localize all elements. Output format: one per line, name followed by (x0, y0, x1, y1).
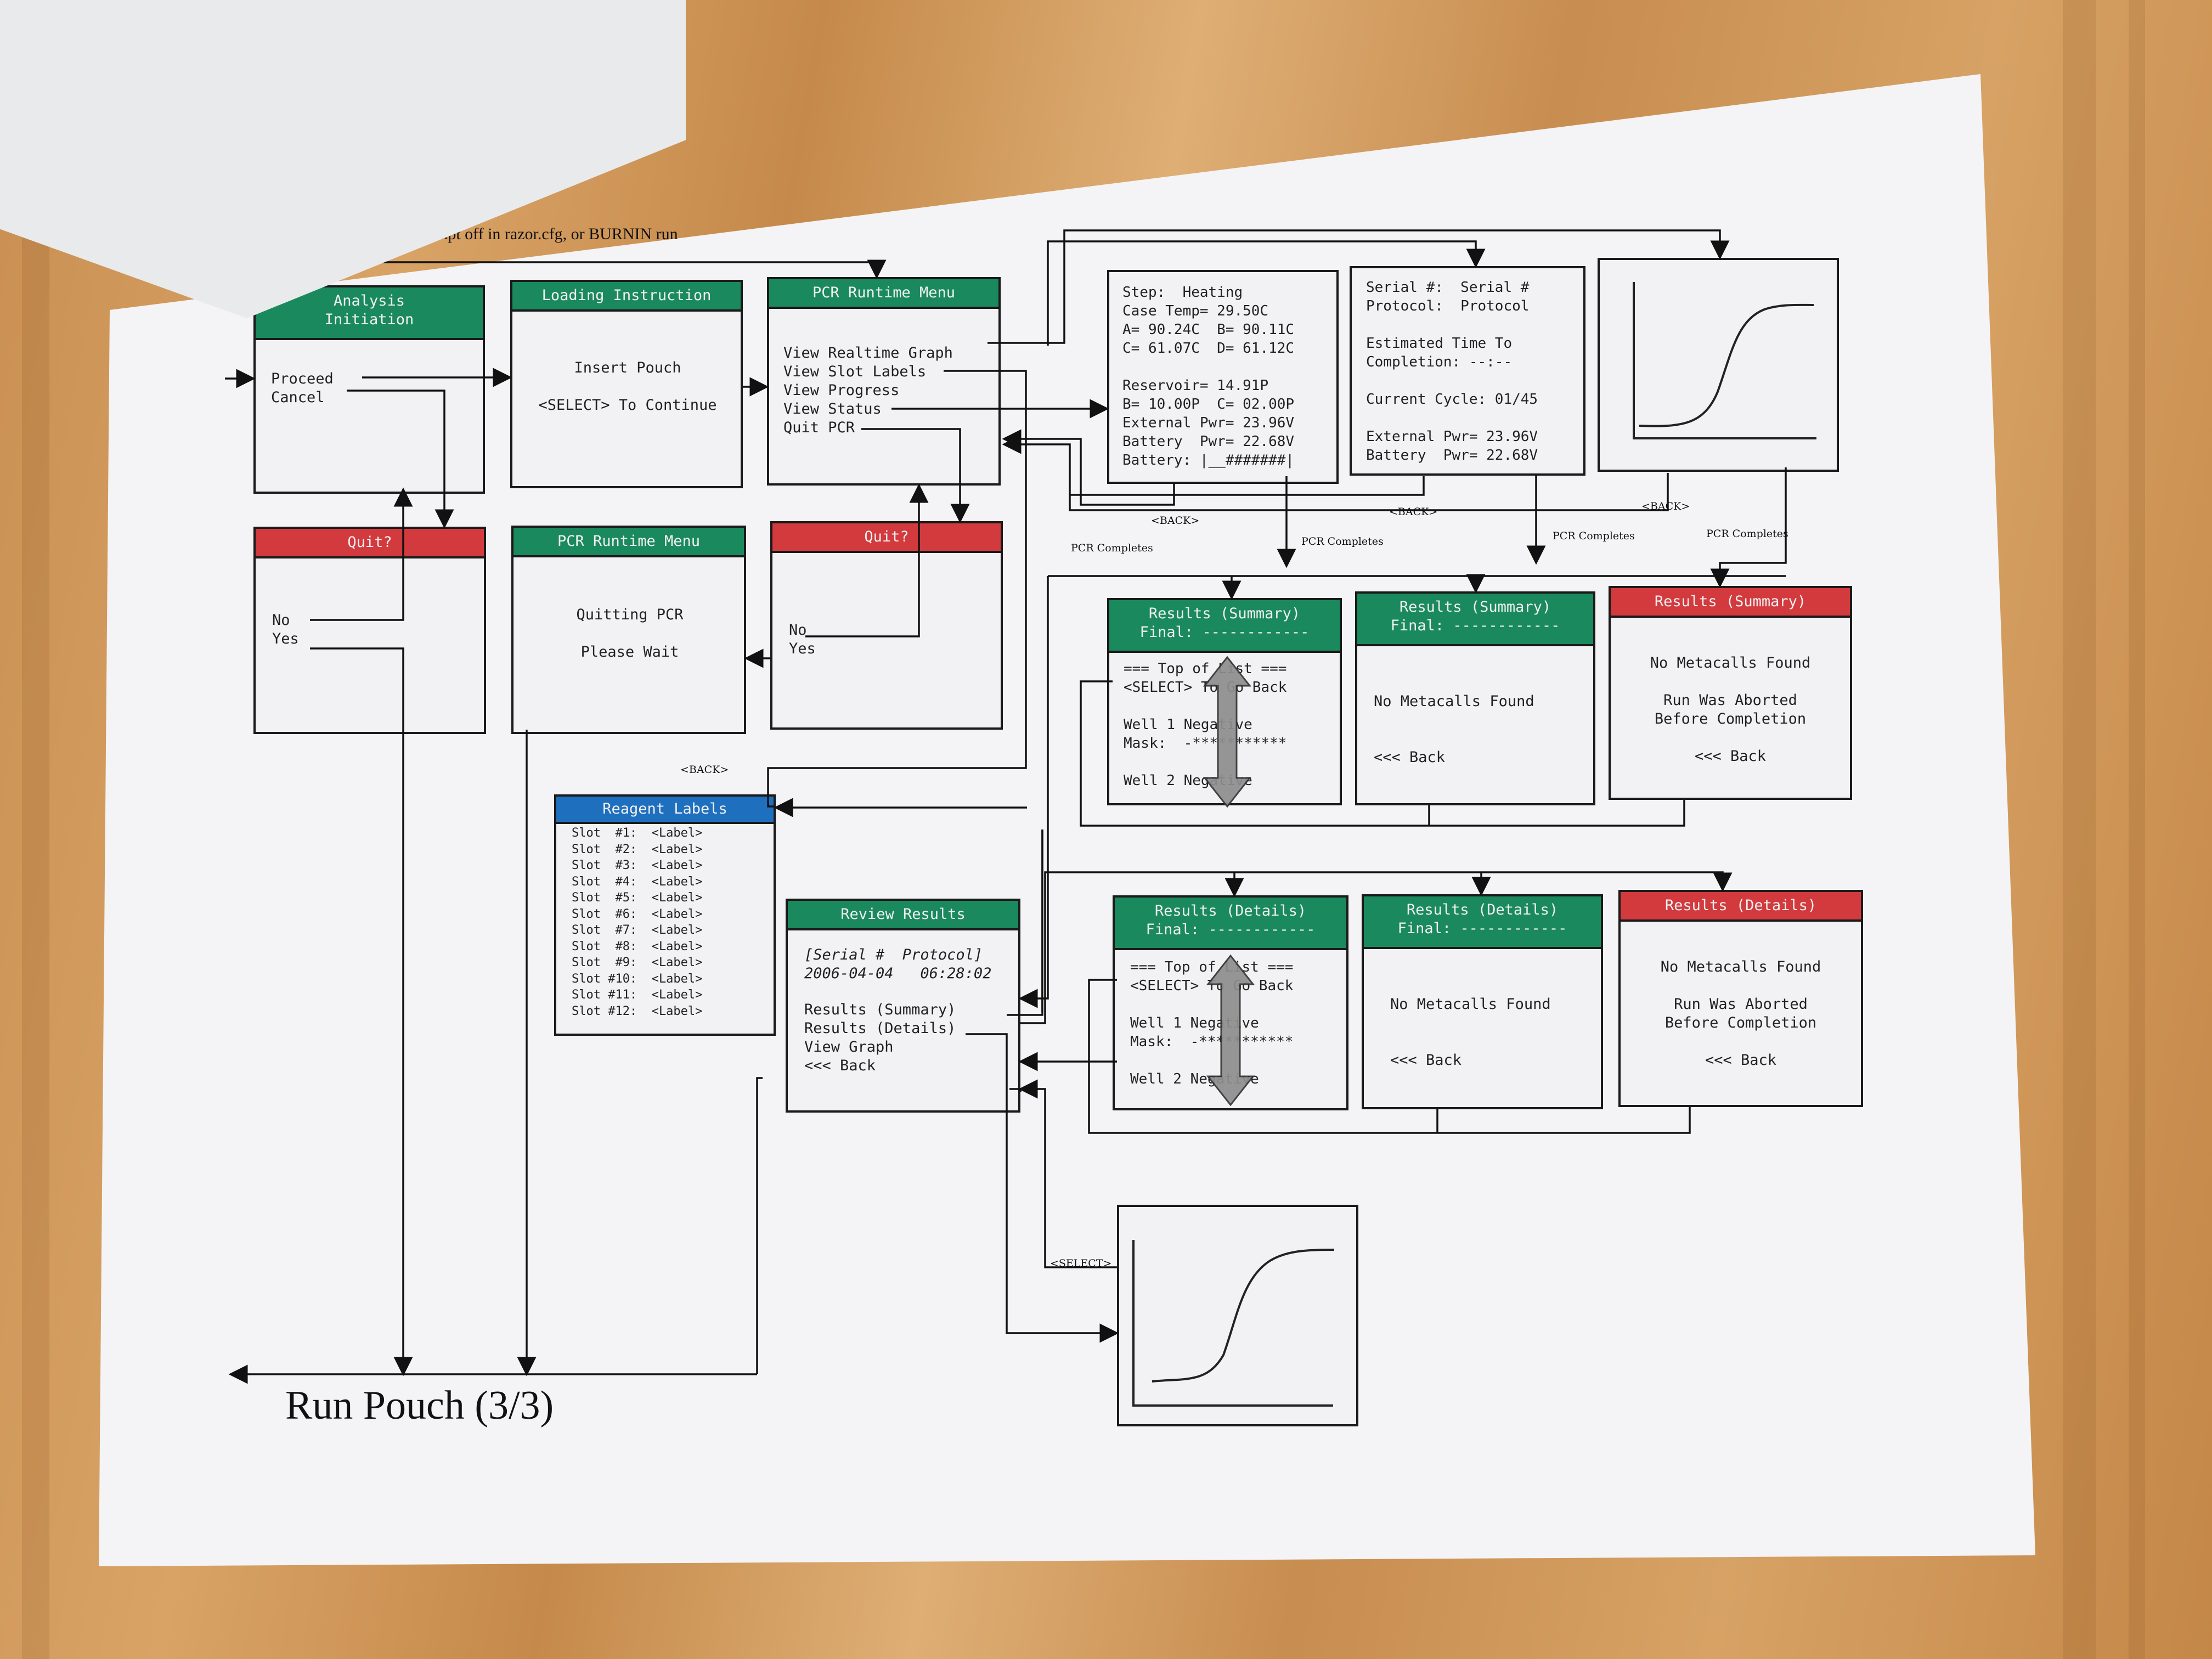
back-label: <BACK> (1151, 515, 1200, 527)
screen-header: PCR Runtime Menu (514, 528, 744, 557)
back-label: <BACK> (1389, 506, 1438, 518)
scroll-arrow-icon (1206, 954, 1255, 1107)
pcr-completes-label: PCR Completes (1706, 528, 1788, 540)
screen-body: Serial #: Serial # Protocol: Protocol Es… (1366, 279, 1538, 464)
screen-header: Results (Details) (1621, 892, 1861, 922)
screen-body: Proceed Cancel (271, 370, 334, 406)
back-label: <BACK> (1641, 500, 1690, 512)
screen-header: Results (Summary) Final: ------------ (1357, 594, 1593, 646)
run-meta: [Serial # Protocol] 2006-04-04 06:28:02 (804, 946, 992, 982)
results-summary-aborted-screen: Results (Summary) No Metacalls Found Run… (1609, 586, 1852, 800)
analysis-initiation-screen: Analysis Initiation Proceed Cancel (253, 285, 485, 494)
results-details-aborted-screen: Results (Details) No Metacalls Found Run… (1618, 890, 1863, 1107)
review-results-screen: Review Results [Serial # Protocol] 2006-… (786, 899, 1020, 1113)
slot-row: Slot #11: <Label> (572, 988, 703, 1002)
screen-body: Results (Summary) Results (Details) View… (804, 1001, 956, 1074)
results-details-list-screen: Results (Details) Final: ------------ ==… (1113, 895, 1348, 1110)
screen-body: Quitting PCR Please Wait (576, 606, 684, 661)
wood-grain (2063, 0, 2096, 1659)
screen-header: Loading Instruction (512, 282, 741, 312)
slot-row: Slot #7: <Label> (572, 923, 703, 937)
page-title: Run Pouch (3/3) (285, 1383, 554, 1428)
slot-row: Slot #6: <Label> (572, 907, 703, 921)
screen-header: Results (Details) Final: ------------ (1115, 898, 1346, 950)
slot-row: Slot #4: <Label> (572, 874, 703, 889)
screen-header: Quit? (772, 523, 1001, 553)
quit-confirm-screen: Quit? No Yes (253, 527, 486, 734)
view-graph-screen (1117, 1205, 1358, 1426)
graph-curve (1152, 1249, 1335, 1383)
screen-body: No Metacalls Found <<< Back (1374, 693, 1534, 766)
pcr-completes-label: PCR Completes (1071, 542, 1153, 554)
slot-row: Slot #8: <Label> (572, 939, 703, 953)
scroll-arrow-icon (1203, 656, 1252, 808)
realtime-graph-screen (1598, 258, 1839, 472)
back-label: <BACK> (680, 764, 729, 776)
slot-row: Slot #10: <Label> (572, 972, 703, 986)
slot-row: Slot #12: <Label> (572, 1004, 703, 1018)
graph-curve (1639, 303, 1814, 427)
results-details-empty-screen: Results (Details) Final: ------------ No… (1362, 894, 1603, 1109)
screen-body: No Yes (272, 612, 299, 647)
slot-row: Slot #1: <Label> (572, 826, 703, 840)
screen-header: Results (Details) Final: ------------ (1364, 896, 1601, 949)
pcr-completes-label: PCR Completes (1301, 535, 1384, 548)
screen-body: No Metacalls Found <<< Back (1390, 996, 1551, 1069)
realtime-graph-plot (1633, 282, 1816, 439)
pcr-completes-label: PCR Completes (1553, 530, 1635, 542)
results-graph-plot (1132, 1240, 1335, 1407)
quitting-pcr-screen: PCR Runtime Menu Quitting PCR Please Wai… (511, 526, 746, 734)
screen-body: No Yes (789, 622, 816, 657)
screen-header: Analysis Initiation (256, 287, 483, 340)
screen-body: View Realtime Graph View Slot Labels Vie… (783, 345, 953, 436)
screen-header: Reagent Labels (556, 797, 774, 824)
results-summary-list-screen: Results (Summary) Final: ------------ ==… (1107, 598, 1342, 808)
screen-header: Quit? (256, 529, 484, 558)
reagent-labels-screen: Reagent Labels Slot #1: <Label> Slot #2: … (554, 794, 776, 1036)
slot-row: Slot #9: <Label> (572, 956, 703, 969)
screen-header: PCR Runtime Menu (769, 279, 998, 309)
slot-row: Slot #5: <Label> (572, 891, 703, 905)
wood-grain (2129, 0, 2145, 1659)
screen-header: Results (Summary) (1611, 588, 1850, 618)
loading-instruction-screen: Loading Instruction Insert Pouch <SELECT… (510, 280, 743, 488)
screen-body: No Metacalls Found Run Was Aborted Befor… (1650, 654, 1811, 765)
slot-row: Slot #3: <Label> (572, 859, 703, 872)
status-screen: Step: Heating Case Temp= 29.50C A= 90.24… (1107, 270, 1339, 484)
screen-header: Review Results (788, 901, 1018, 930)
slot-row: Slot #2: <Label> (572, 842, 703, 856)
screen-header: Results (Summary) Final: ------------ (1109, 600, 1340, 653)
quit-confirm-screen-2: Quit? No Yes (770, 521, 1003, 730)
select-label: <SELECT> (1050, 1257, 1112, 1269)
progress-screen: Serial #: Serial # Protocol: Protocol Es… (1350, 266, 1585, 476)
screen-body: Step: Heating Case Temp= 29.50C A= 90.24… (1122, 284, 1295, 469)
screen-body: No Metacalls Found Run Was Aborted Befor… (1660, 958, 1821, 1069)
screen-body: Insert Pouch <SELECT> To Continue (538, 359, 717, 414)
results-summary-empty-screen: Results (Summary) Final: ------------ No… (1355, 591, 1595, 805)
wood-grain (22, 0, 49, 1659)
pcr-runtime-menu-screen: PCR Runtime Menu View Realtime Graph Vie… (767, 277, 1001, 486)
